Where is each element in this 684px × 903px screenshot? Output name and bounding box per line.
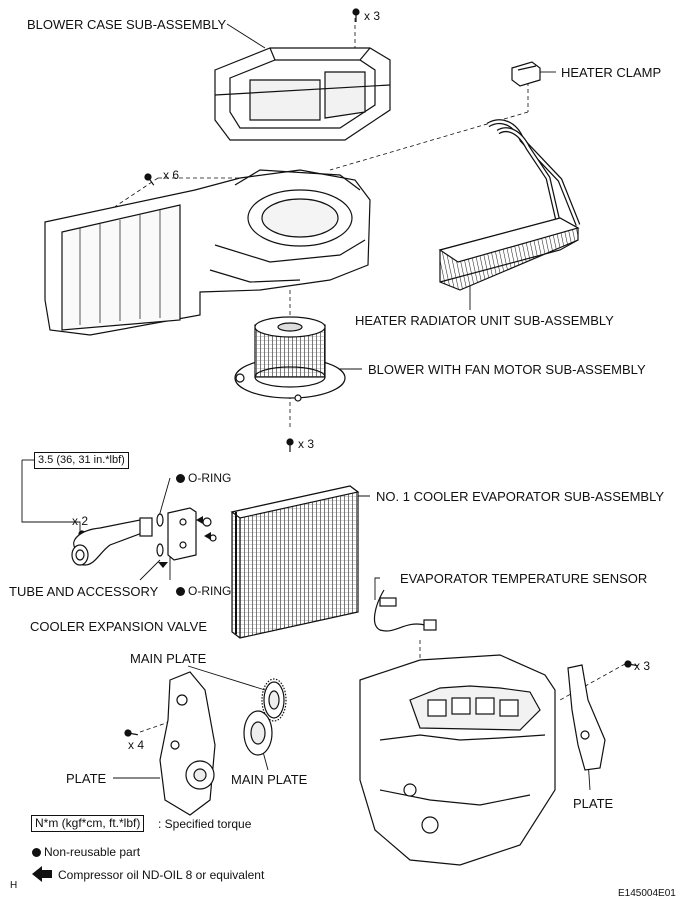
tube-accessory-illustration <box>71 517 153 566</box>
non-reusable-dot-icon <box>176 474 185 483</box>
torque-spec-box: 3.5 (36, 31 in.*lbf) <box>34 452 129 469</box>
label-evaporator: NO. 1 COOLER EVAPORATOR SUB-ASSEMBLY <box>376 489 664 504</box>
leader-solid-lines <box>21 23 591 791</box>
plate-right-illustration <box>567 664 606 771</box>
legend-non-reusable: Non-reusable part <box>32 845 140 860</box>
temp-sensor-illustration <box>373 589 437 632</box>
evaporator-illustration <box>230 485 360 639</box>
label-o-ring-top: O-RING <box>176 471 231 486</box>
main-plate-gear-illustration <box>261 678 287 722</box>
label-o-ring-top-text: O-RING <box>188 471 232 485</box>
label-main-plate-bottom: MAIN PLATE <box>231 772 308 787</box>
label-main-plate-top: MAIN PLATE <box>130 651 207 666</box>
label-blower-case: BLOWER CASE SUB-ASSEMBLY <box>27 17 227 32</box>
label-heater-clamp: HEATER CLAMP <box>561 65 662 80</box>
oil-arrows <box>158 516 211 568</box>
blower-case-illustration <box>214 47 391 141</box>
expansion-valve-illustration <box>167 507 197 561</box>
label-evap-temp-sensor: EVAPORATOR TEMPERATURE SENSOR <box>400 571 648 586</box>
label-heater-radiator: HEATER RADIATOR UNIT SUB-ASSEMBLY <box>355 313 614 328</box>
lower-housing-illustration <box>359 654 556 866</box>
legend-torque-text: : Specified torque <box>158 817 252 831</box>
label-screw-x4: x 4 <box>128 738 145 752</box>
label-blower-fan-motor: BLOWER WITH FAN MOTOR SUB-ASSEMBLY <box>368 362 646 377</box>
blower-motor-illustration <box>234 316 346 402</box>
plate-left-illustration <box>159 671 216 816</box>
ac-unit-housing-illustration <box>44 169 371 336</box>
label-screw-x6: x 6 <box>163 168 180 182</box>
o-rings-illustration <box>156 513 217 557</box>
label-tube-accessory: TUBE AND ACCESSORY <box>9 584 159 599</box>
main-plate-disc-illustration <box>243 710 273 756</box>
label-screw-x3-top: x 3 <box>364 9 381 23</box>
legend-compressor-oil: Compressor oil ND-OIL 8 or equivalent <box>58 868 265 882</box>
label-plate-right: PLATE <box>573 796 614 811</box>
screw-icons <box>78 8 638 737</box>
non-reusable-dot-icon <box>176 587 185 596</box>
label-screw-x3-mid: x 3 <box>298 437 315 451</box>
legend-non-reusable-text: Non-reusable part <box>44 845 141 859</box>
legend-torque-box: N*m (kgf*cm, ft.*lbf) <box>31 815 145 832</box>
label-plate-left: PLATE <box>66 771 107 786</box>
label-screw-x2: x 2 <box>72 514 89 528</box>
label-o-ring-bottom: O-RING <box>176 584 231 599</box>
legend-arrow-icon <box>32 866 52 882</box>
heater-clamp-illustration <box>511 61 541 87</box>
figure-id: E145004E01 <box>618 888 676 899</box>
non-reusable-dot-icon <box>32 848 41 857</box>
corner-letter: H <box>10 880 18 891</box>
heater-radiator-illustration <box>438 119 581 291</box>
label-expansion-valve: COOLER EXPANSION VALVE <box>30 619 207 634</box>
label-o-ring-bottom-text: O-RING <box>188 584 232 598</box>
label-screw-x3-right: x 3 <box>634 659 651 673</box>
